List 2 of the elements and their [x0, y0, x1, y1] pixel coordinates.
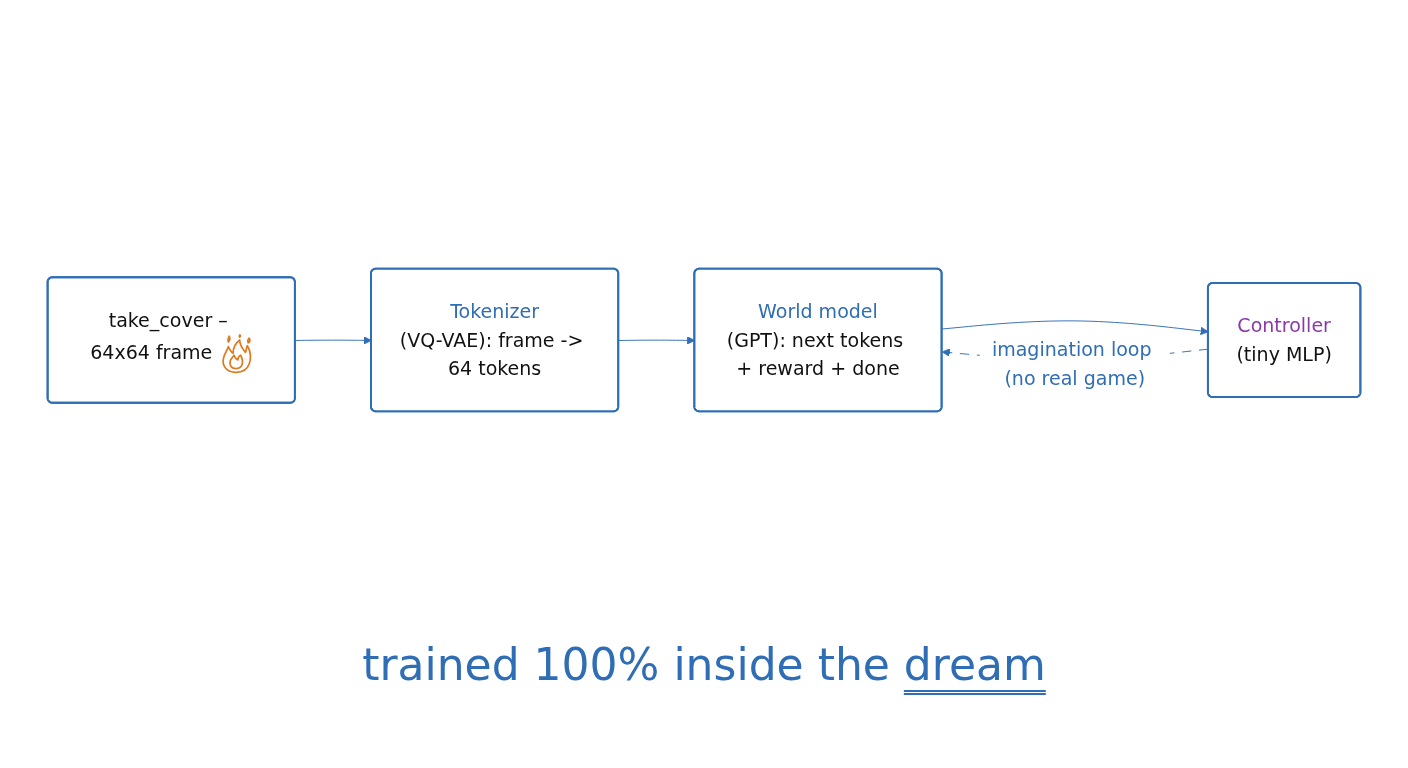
edge-label: imagination loop (no real game) [991, 338, 1152, 390]
caption: trained 100% inside the dream [362, 638, 1046, 692]
